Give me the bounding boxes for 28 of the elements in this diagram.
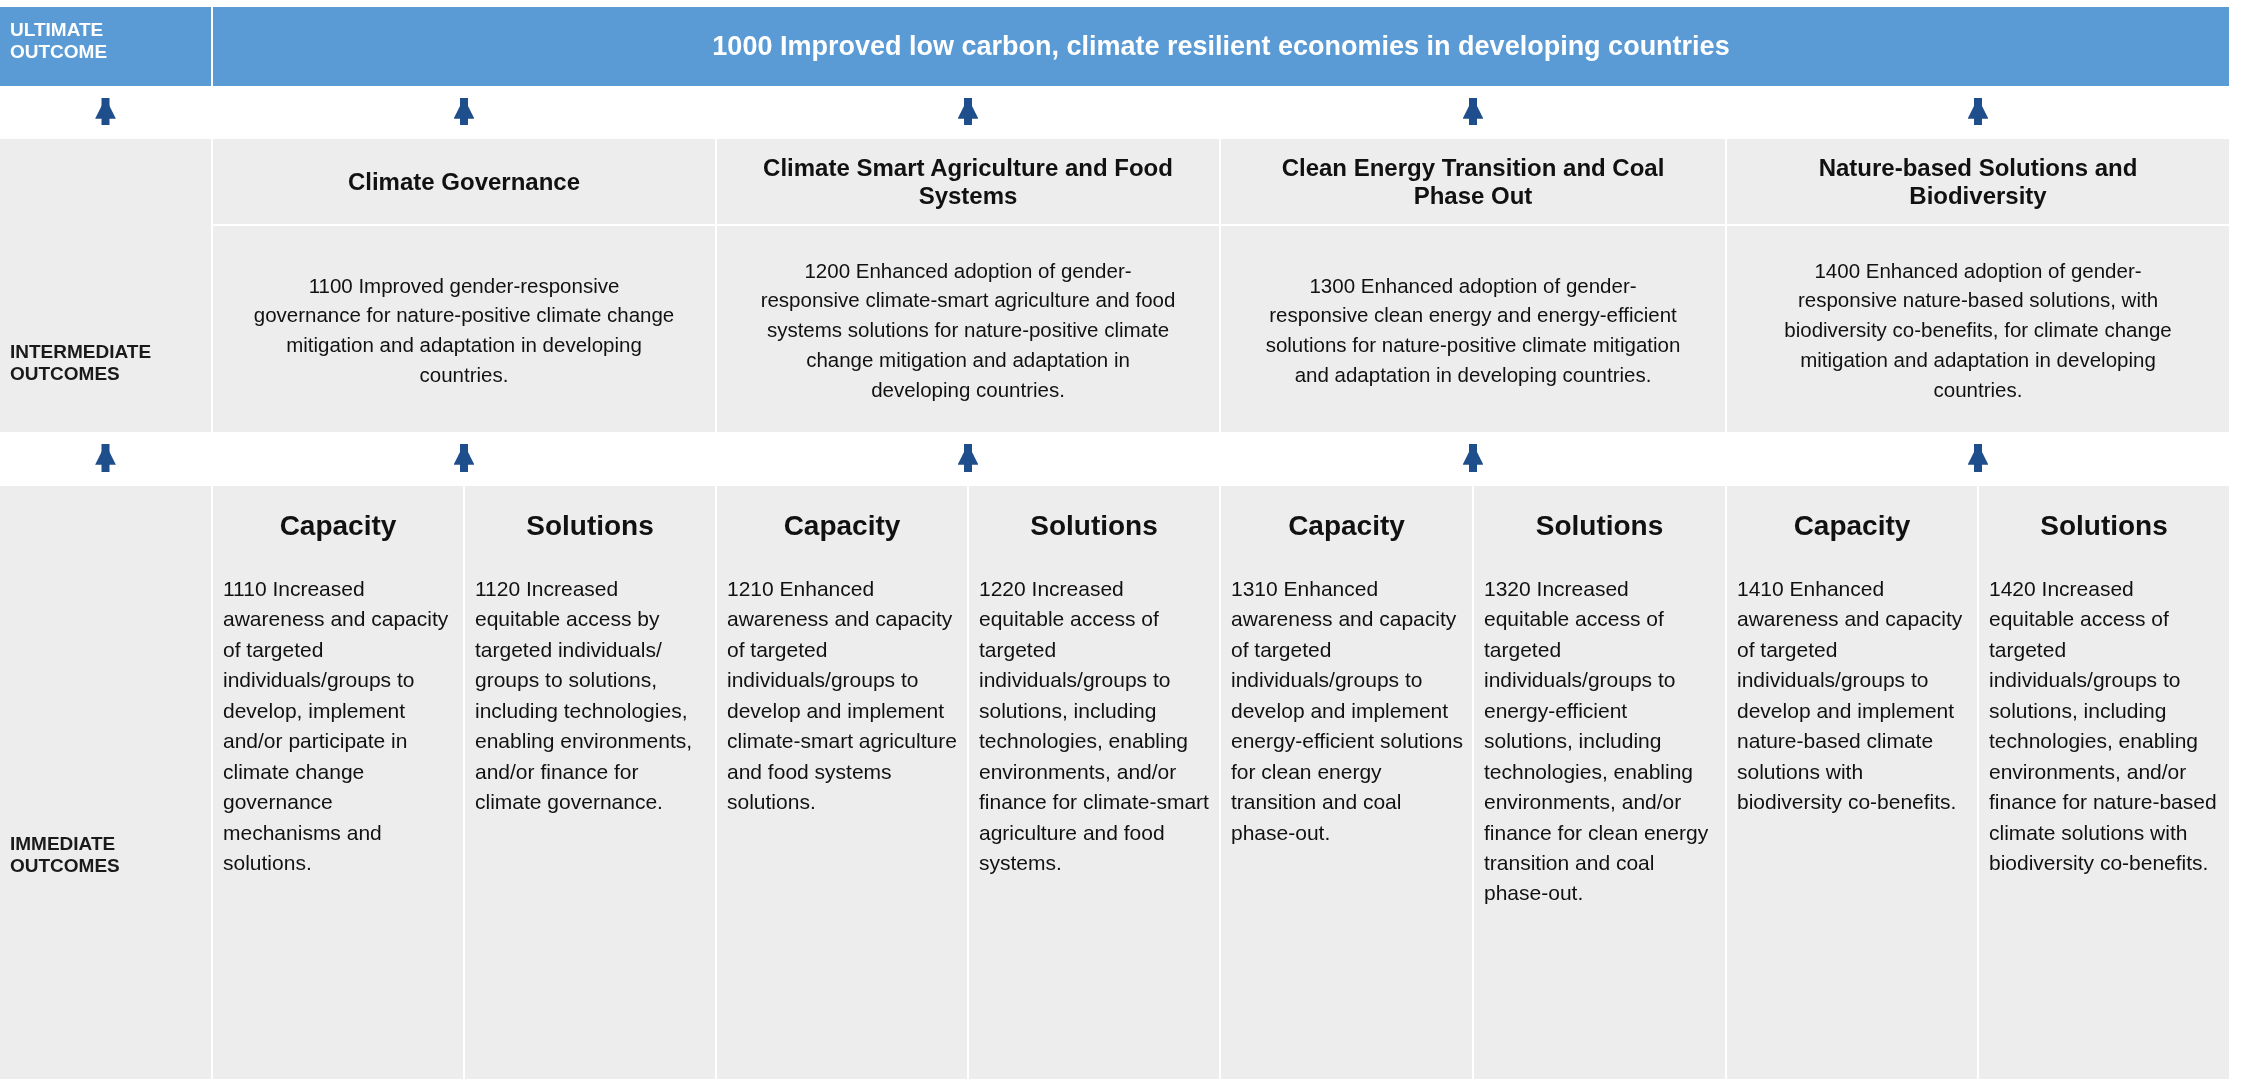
column-heading: Nature-based Solutions and Biodiversity <box>1817 153 2139 210</box>
row-label: INTERMEDIATE OUTCOMES <box>9 340 153 386</box>
column-heading: Solutions <box>2040 509 2168 542</box>
outcome-text: 1420 Increased equitable access of targeted individuals/groups to solutions, including technologies, enabling environments, and/or finance for nature-based climate solutions with biodiversity co-benefits. <box>1989 577 2217 874</box>
outcome-text: 1200 Enhanced adoption of gender-responsive climate-smart agriculture and food systems solutions for nature-positive climate change mitigation and adaptation in developing countries. <box>759 257 1177 403</box>
outcome-text: 1210 Enhanced awareness and capacity of targeted individuals/groups to develop and implement climate-smart agriculture and food systems solutions. <box>727 577 957 814</box>
outcome-text: 1100 Improved gender-responsive governance for nature-positive climate change mitigation and adaptation in developing countries. <box>253 272 675 388</box>
column-heading: Climate Smart Agriculture and Food Systems <box>762 153 1174 210</box>
outcome-text: 1320 Increased equitable access of targeted individuals/groups to energy-efficient solutions, including technologies, enabling environments, and/or finance for clean energy transition and coal phase-out. <box>1484 577 1709 905</box>
column-heading: Capacity <box>279 509 397 542</box>
outcome-text: 1120 Increased equitable access by targeted individuals/ groups to solutions, including technologies, enabling environments, and/or finance for climate governance. <box>475 577 693 814</box>
outcome-text: 1000 Improved low carbon, climate resilient economies in developing countries <box>712 31 1730 62</box>
outcome-banner <box>213 7 2229 86</box>
column-heading: Capacity <box>783 509 901 542</box>
outcome-text: 1110 Increased awareness and capacity of targeted individuals/groups to develop, implement and/or participate in climate change governance mechanisms and solutions. <box>223 577 449 874</box>
outcome-text: 1310 Enhanced awareness and capacity of targeted individuals/groups to develop and implement energy-efficient solutions for clean energy transition and coal phase-out. <box>1231 577 1463 844</box>
column-heading: Capacity <box>1288 509 1405 542</box>
column-heading: Climate Governance <box>347 167 581 196</box>
column-heading: Solutions <box>1030 509 1158 542</box>
column-heading: Clean Energy Transition and Coal Phase Out <box>1280 153 1666 210</box>
row-label: IMMEDIATE OUTCOMES <box>9 832 121 878</box>
column-heading: Solutions <box>526 509 654 542</box>
column-heading: Capacity <box>1793 509 1911 542</box>
column-heading: Solutions <box>1535 509 1664 542</box>
outcome-text: 1410 Enhanced awareness and capacity of targeted individuals/groups to develop and implement nature-based climate solutions with biodiversity co-benefits. <box>1737 577 1963 814</box>
outcome-text: 1220 Increased equitable access of targeted individuals/groups to solutions, including technologies, enabling environments, and/or finance for climate-smart agriculture and food systems. <box>979 577 1209 874</box>
outcome-text: 1300 Enhanced adoption of gender-responsive clean energy and energy-efficient solutions for nature-positive climate mitigation and adaptation in developing countries. <box>1264 272 1682 388</box>
outcome-text: 1400 Enhanced adoption of gender-responsive nature-based solutions, with biodiversity co-benefits, for climate change mitigation and adaptation in developing countries. <box>1783 257 2173 403</box>
